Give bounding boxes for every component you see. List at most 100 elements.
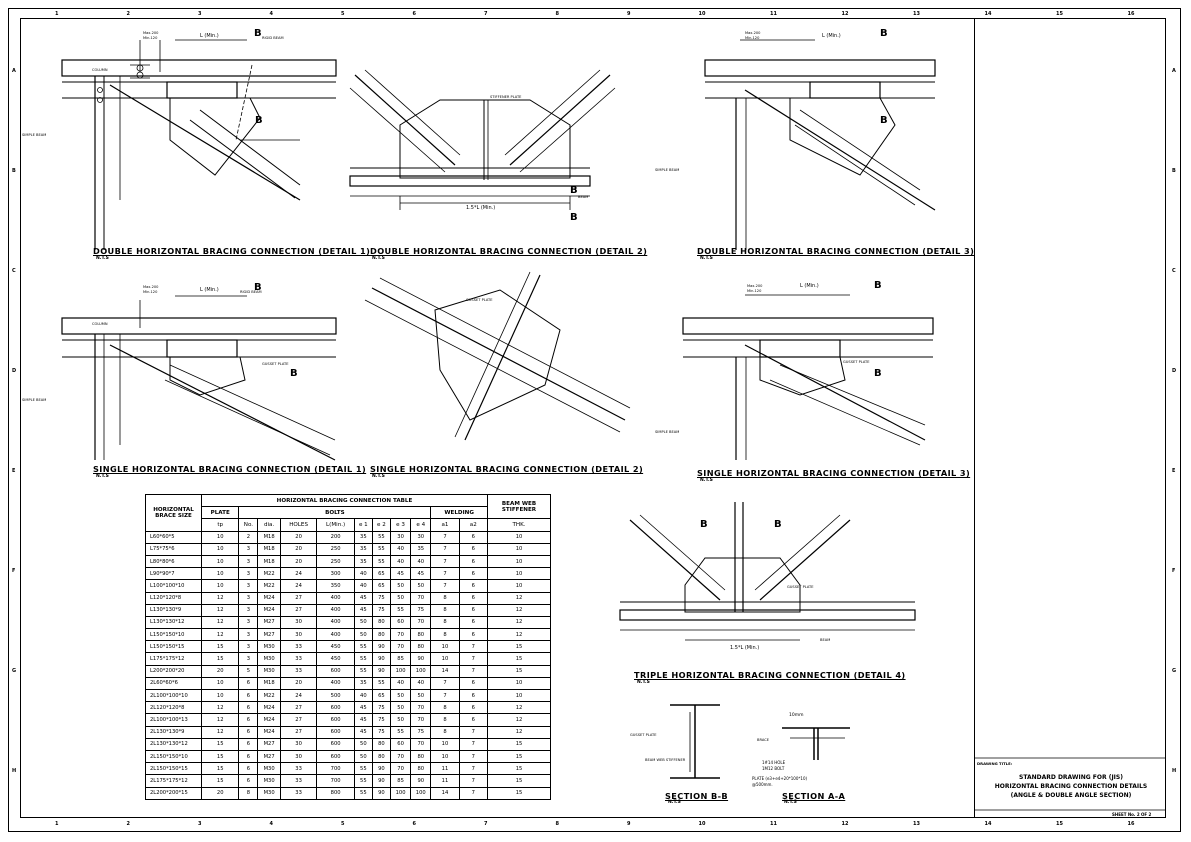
table-cell: 6	[458, 713, 489, 727]
table-cell: 40	[389, 676, 412, 691]
detail-single-1	[61, 295, 337, 461]
detail-double-2	[349, 69, 616, 210]
caption-double-3: DOUBLE HORIZONTAL BRACING CONNECTION (DE…	[697, 246, 975, 256]
table-cell: 70	[389, 762, 412, 776]
detail-double-1	[61, 39, 337, 250]
table-cell: 250	[316, 554, 355, 569]
table-cell: 8	[430, 591, 460, 605]
table-cell: 7	[458, 725, 489, 739]
table-cell: 15	[487, 762, 551, 776]
section-b-marker-7: B	[254, 282, 262, 293]
table-cell: 10	[430, 652, 460, 666]
table-cell: 600	[316, 737, 355, 751]
table-cell: 75	[410, 603, 432, 617]
table-cell: 24	[279, 579, 318, 593]
drawing-border	[20, 18, 1166, 818]
table-cell: M27	[257, 737, 281, 751]
table-cell: 50	[353, 615, 373, 630]
grid-label: A	[12, 68, 16, 74]
lmin-label-1: L (Min.)	[200, 33, 219, 39]
table-cell: 20	[200, 664, 240, 678]
table-cell: 70	[410, 737, 432, 751]
table-cell: 55	[353, 762, 373, 776]
table-cell: 10	[487, 676, 551, 691]
table-cell: 75	[371, 701, 391, 715]
grid-label: B	[12, 168, 16, 174]
column-label-s1: COLUMN	[92, 322, 108, 326]
table-cell: 80	[410, 749, 432, 764]
table-cell: M18	[257, 554, 281, 569]
table-cell: 5	[238, 664, 259, 678]
table-cell: 65	[371, 567, 391, 581]
grid-label: 7	[484, 11, 488, 17]
table-cell: 8	[430, 628, 460, 642]
table-cell: 55	[353, 652, 373, 666]
table-cell: 90	[410, 774, 432, 788]
table-cell: 12	[200, 701, 240, 715]
section-b-marker-10: B	[874, 368, 882, 379]
table-cell: 33	[279, 652, 318, 666]
brace-size-cell: L130*130*12	[145, 615, 202, 630]
caption-single-3: SINGLE HORIZONTAL BRACING CONNECTION (DE…	[697, 468, 971, 478]
simple-beam-label-3: SIMPLE BEAM	[655, 168, 680, 172]
table-cell: 45	[410, 567, 432, 581]
table-cell: M27	[257, 628, 281, 642]
table-cell: 33	[279, 774, 318, 788]
table-cell: 6	[458, 579, 489, 593]
grid-label: 13	[913, 11, 920, 17]
table-cell: 8	[430, 713, 460, 727]
table-cell: 30	[279, 737, 318, 751]
table-cell: 6	[238, 737, 259, 751]
grid-label: 8	[555, 11, 559, 17]
table-cell: 90	[371, 786, 391, 800]
brace-size-cell: 2L130*130*9	[145, 725, 202, 739]
table-cell: 12	[487, 713, 551, 727]
grid-label: F	[1172, 568, 1176, 574]
table-cell: M24	[257, 701, 281, 715]
table-cell: 3	[238, 628, 259, 642]
table-cell: 70	[410, 713, 432, 727]
detail-triple-4	[619, 502, 916, 641]
grid-label: 15	[1056, 11, 1063, 17]
table-cell: 55	[371, 554, 391, 569]
table-cell: 30	[410, 530, 432, 544]
table-cell: 600	[316, 749, 355, 764]
col-welding: WELDING	[430, 506, 488, 520]
section-b-b	[670, 704, 720, 779]
brace-size-cell: 2L200*200*15	[145, 786, 202, 800]
brace-size-cell: 2L150*150*10	[145, 749, 202, 764]
simple-beam-label-1: SIMPLE BEAM	[22, 133, 47, 137]
table-cell: 15	[200, 762, 240, 776]
brace-size-cell: L60*60*5	[145, 530, 202, 544]
table-cell: 11	[430, 762, 460, 776]
table-cell: 3	[238, 579, 259, 593]
table-cell: 60	[389, 737, 412, 751]
brace-size-cell: 2L100*100*10	[145, 688, 202, 703]
grid-label: 5	[341, 821, 345, 827]
plate-note: PLATE (e3+e4+20*100*10)	[752, 776, 808, 781]
table-cell: 7	[430, 676, 460, 691]
table-cell: 15	[200, 640, 240, 654]
table-cell: M24	[257, 725, 281, 739]
grid-label: 10	[698, 11, 706, 17]
subheader-cell: THK.	[487, 518, 551, 532]
table-cell: 10	[200, 688, 240, 703]
table-cell: 15	[200, 652, 240, 666]
table-cell: 75	[371, 591, 391, 605]
section-b-marker-6: B	[880, 115, 888, 126]
table-cell: 800	[316, 786, 355, 800]
table-cell: 20	[279, 676, 318, 691]
table-cell: 75	[410, 725, 432, 739]
brace-size-cell: 2L120*120*8	[145, 701, 202, 715]
table-cell: 15	[487, 749, 551, 764]
table-cell: 45	[353, 725, 373, 739]
grid-label: H	[1172, 768, 1177, 774]
sheet-number: SHEET No. 2 OF 2	[1112, 812, 1152, 817]
outer-border	[8, 8, 1181, 832]
table-cell: 15	[200, 774, 240, 788]
